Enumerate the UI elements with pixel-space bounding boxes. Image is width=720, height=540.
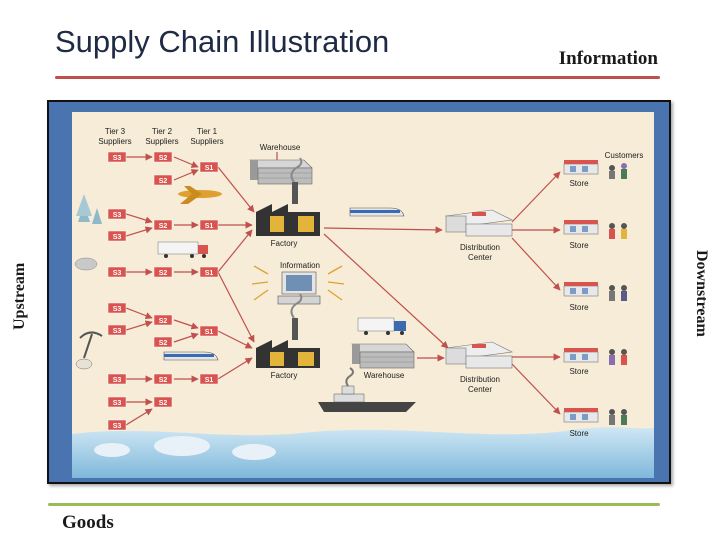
supplier-s2-box: S2 — [153, 266, 173, 278]
store-label: Store — [569, 429, 589, 438]
svg-text:S1: S1 — [205, 223, 214, 230]
svg-text:S1: S1 — [205, 377, 214, 384]
supplier-s2-box: S2 — [153, 396, 173, 408]
store-icon — [563, 348, 627, 365]
svg-text:S3: S3 — [113, 212, 122, 219]
bottom-divider — [48, 503, 660, 506]
rock — [154, 436, 210, 456]
supplier-s3-box: S3 — [107, 373, 127, 385]
supplier-s3-box: S3 — [107, 396, 127, 408]
upstream-label: Upstream — [11, 262, 28, 330]
svg-text:S2: S2 — [159, 400, 168, 407]
pickaxe-icon — [75, 331, 103, 370]
tree-icon — [76, 194, 102, 224]
warehouse-icon — [249, 159, 313, 185]
store-icon — [563, 220, 627, 239]
supplier-s1-box: S1 — [199, 325, 219, 337]
svg-text:S3: S3 — [113, 423, 122, 430]
svg-text:S2: S2 — [159, 178, 168, 185]
supplier-s3-box: S3 — [107, 208, 127, 220]
svg-text:S3: S3 — [113, 400, 122, 407]
svg-text:S3: S3 — [113, 306, 122, 313]
supplier-s2-box: S2 — [153, 151, 173, 163]
supplier-s2-box: S2 — [153, 373, 173, 385]
store-label: Store — [569, 241, 589, 250]
svg-text:S2: S2 — [159, 155, 168, 162]
warehouse-icon — [351, 343, 415, 369]
information-node-label: Information — [280, 261, 320, 270]
information-label: Information — [558, 48, 658, 69]
store-label: Store — [569, 179, 589, 188]
rock — [232, 444, 276, 460]
supplier-s3-box: S3 — [107, 266, 127, 278]
airplane-icon — [178, 186, 222, 204]
store-icon — [563, 282, 627, 301]
downstream-label: Downstream — [693, 250, 710, 337]
supplier-s2-box: S2 — [153, 336, 173, 348]
info-signals — [251, 265, 345, 301]
svg-text:S3: S3 — [113, 328, 122, 335]
supplier-arrows — [125, 153, 199, 426]
factory-arrows — [217, 166, 255, 380]
svg-text:S2: S2 — [159, 318, 168, 325]
svg-text:S2: S2 — [159, 270, 168, 277]
warehouse-label: Warehouse — [260, 143, 301, 152]
train-icon — [163, 351, 219, 361]
store-label: Store — [569, 303, 589, 312]
water-area — [72, 427, 654, 478]
rock-icon — [74, 257, 98, 271]
ship-icon — [318, 367, 416, 412]
factory-icon — [256, 157, 320, 236]
goods-label: Goods — [62, 512, 114, 533]
supplier-s3-box: S3 — [107, 230, 127, 242]
svg-text:S3: S3 — [113, 377, 122, 384]
factory-icon — [256, 293, 320, 368]
supplier-s3-box: S3 — [107, 151, 127, 163]
store-arrows — [511, 171, 561, 415]
supplier-s2-box: S2 — [153, 314, 173, 326]
factory-label: Factory — [271, 239, 298, 248]
warehouse-label: Warehouse — [364, 371, 405, 380]
supplier-s1-box: S1 — [199, 161, 219, 173]
factory-label: Factory — [271, 371, 298, 380]
computer-icon — [277, 271, 321, 305]
supplier-s3-box: S3 — [107, 324, 127, 336]
svg-text:S3: S3 — [113, 270, 122, 277]
store-label: Store — [569, 367, 589, 376]
svg-text:S3: S3 — [113, 234, 122, 241]
svg-text:S2: S2 — [159, 223, 168, 230]
svg-text:S1: S1 — [205, 329, 214, 336]
customers-label: Customers — [605, 151, 644, 160]
train-icon — [349, 207, 405, 217]
svg-text:S1: S1 — [205, 165, 214, 172]
truck-icon — [357, 317, 406, 335]
svg-text:S2: S2 — [159, 340, 168, 347]
truck-icon — [157, 241, 208, 258]
top-divider — [55, 76, 660, 79]
supplier-s3-box: S3 — [107, 302, 127, 314]
supplier-s2-box: S2 — [153, 219, 173, 231]
svg-text:S1: S1 — [205, 270, 214, 277]
supplier-s1-box: S1 — [199, 219, 219, 231]
supplier-s1-box: S1 — [199, 266, 219, 278]
svg-text:S3: S3 — [113, 155, 122, 162]
distribution-center-icon — [444, 341, 514, 369]
supplier-s3-box: S3 — [107, 419, 127, 431]
store-icon — [563, 408, 627, 425]
store-icon — [563, 160, 627, 179]
supplier-s1-box: S1 — [199, 373, 219, 385]
slide-title: Supply Chain Illustration — [55, 24, 390, 59]
distribution-center-icon — [444, 209, 514, 237]
rock — [94, 443, 130, 457]
svg-text:S2: S2 — [159, 377, 168, 384]
supplier-s2-box: S2 — [153, 174, 173, 186]
